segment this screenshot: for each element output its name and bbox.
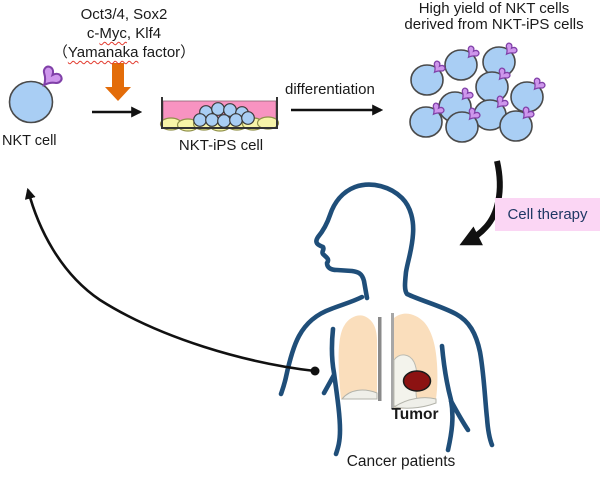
patient-body-icon — [278, 182, 495, 457]
tumor-label: Tumor — [391, 406, 439, 423]
yamanaka-factors-caption: Oct3/4, Sox2 c-Myc, Klf4 （Yamanaka facto… — [35, 5, 213, 62]
nkt-cell-cluster-icon — [409, 41, 547, 143]
cell-therapy-arrow-icon — [459, 160, 503, 246]
yamanaka-line1: Oct3/4, Sox2 — [80, 6, 168, 23]
yamanaka-line2: c-Myc, Klf4 — [86, 25, 162, 42]
patient-to-cell-arrow-icon — [24, 187, 320, 376]
ips-colony — [193, 102, 255, 128]
yamanaka-down-arrow-icon — [105, 63, 131, 101]
tumor-icon — [402, 370, 432, 392]
left-lung — [338, 315, 377, 399]
nkt-cell-label: NKT cell — [2, 133, 57, 149]
differentiation-label: differentiation — [285, 81, 375, 98]
culture-dish-icon — [159, 97, 280, 132]
yamanaka-line3: （Yamanaka factor） — [52, 44, 196, 61]
cancer-patients-label: Cancer patients — [346, 453, 456, 470]
nkt-cell-icon — [8, 63, 65, 124]
nkt-ips-cell-label: NKT-iPS cell — [178, 137, 264, 154]
lungs-icon — [338, 313, 438, 409]
cell-therapy-badge: Cell therapy — [495, 198, 600, 231]
high-yield-caption: High yield of NKT cells derived from NKT… — [404, 0, 584, 33]
